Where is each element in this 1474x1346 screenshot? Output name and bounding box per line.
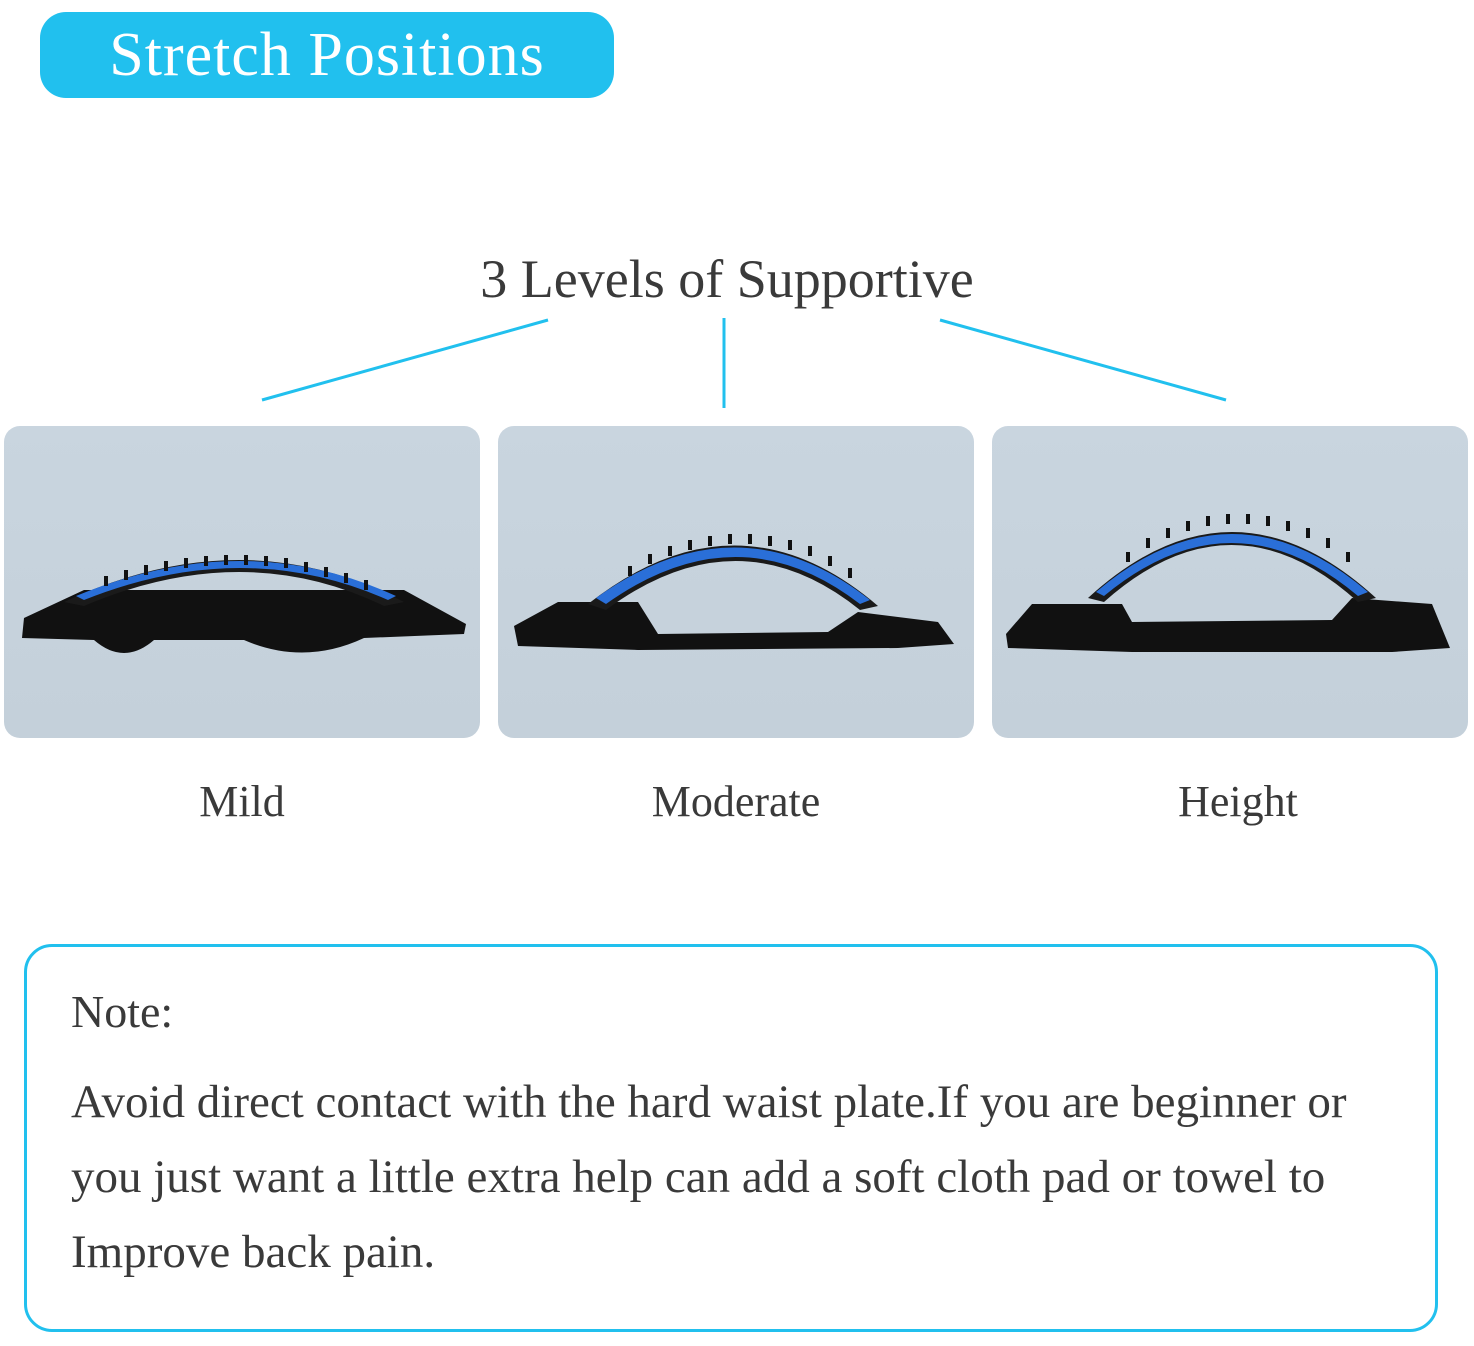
connector-line-left [261,318,549,402]
note-text: Avoid direct contact with the hard waist… [71,1076,1347,1278]
stretcher-moderate-image [514,534,954,650]
connector-lines [261,318,1227,408]
panel-moderate [498,426,974,738]
panel-height [992,426,1468,738]
stretch-positions-badge: Stretch Positions [40,12,614,98]
stretcher-mild-image [22,555,466,653]
note-box: Note: Avoid direct contact with the hard… [24,944,1438,1332]
level-label-moderate: Moderate [651,777,821,826]
level-label-mild: Mild [199,777,285,826]
levels-title: 3 Levels of Supportive [480,249,974,309]
badge-label: Stretch Positions [109,21,545,89]
note-title: Note: [71,986,174,1037]
panel-mild [4,426,480,738]
stretcher-height-image [1006,514,1450,652]
connector-line-right [939,318,1227,402]
level-label-height: Height [1178,777,1298,826]
